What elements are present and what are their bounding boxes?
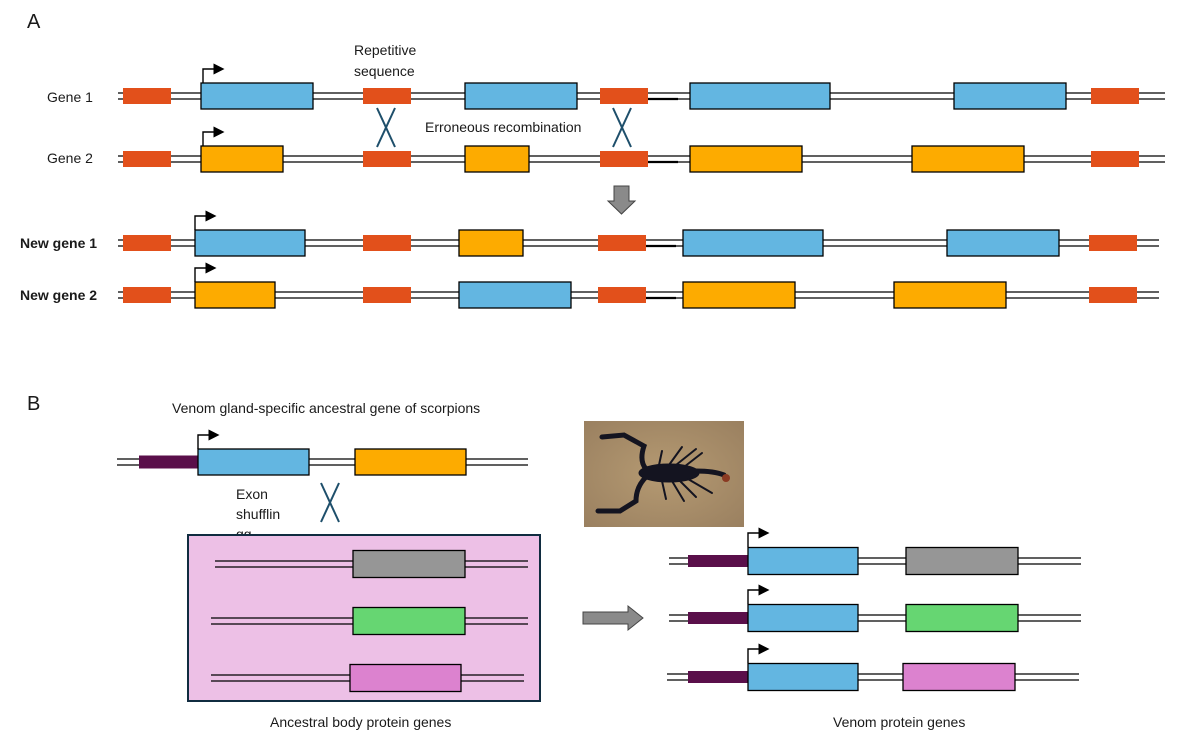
exon-orange <box>682 281 796 309</box>
promoter-region <box>139 455 199 469</box>
repetitive-sequence-label: Repetitive <box>354 42 417 58</box>
exon-blue <box>194 229 306 257</box>
panel-b-letter: B <box>27 393 41 415</box>
exon-orange <box>194 281 276 309</box>
exon-green <box>352 606 466 636</box>
exon-orange <box>893 281 1007 309</box>
repetitive-sequence-block <box>363 235 411 251</box>
repetitive-sequence-block <box>363 88 411 104</box>
venom-genes-caption: Venom protein genes <box>833 714 966 730</box>
exon-orange <box>354 448 467 476</box>
exon-gray <box>905 546 1019 576</box>
transcription-start-arrow <box>194 210 217 230</box>
right-arrow <box>582 604 644 632</box>
gene-2-label: Gene 2 <box>47 150 93 166</box>
repetitive-sequence-block <box>1089 287 1137 303</box>
repetitive-sequence-block <box>123 287 171 303</box>
ancestral-gene-title: Venom gland-specific ancestral gene of s… <box>172 400 481 416</box>
exon-gray <box>352 549 466 579</box>
exon-orange <box>464 145 530 173</box>
repetitive-sequence-label-2: sequence <box>354 63 415 79</box>
exon-orange <box>200 145 284 173</box>
exon-shuffling-label-3: gg <box>236 526 252 534</box>
exon-orange <box>689 145 803 173</box>
exon-blue <box>197 448 310 476</box>
exon-blue <box>689 82 831 110</box>
promoter-region <box>688 671 748 683</box>
transcription-start-arrow <box>747 527 770 547</box>
repetitive-sequence-block <box>123 235 171 251</box>
exon-blue <box>953 82 1067 110</box>
exon-orange <box>911 145 1025 173</box>
exon-blue <box>458 281 572 309</box>
erroneous-recombination-label: Erroneous recombination <box>425 119 582 135</box>
transcription-start-arrow <box>202 126 225 146</box>
repetitive-sequence-block <box>363 287 411 303</box>
crossover-x <box>612 107 632 148</box>
new-gene-1-label: New gene 1 <box>20 235 98 251</box>
transcription-start-arrow <box>202 63 225 83</box>
exon-blue <box>946 229 1060 257</box>
scorpion-photo <box>584 421 744 527</box>
repetitive-sequence-block <box>363 151 411 167</box>
exon-green <box>905 603 1019 633</box>
repetitive-sequence-block <box>600 88 648 104</box>
exon-blue <box>747 662 859 692</box>
exon-blue <box>200 82 314 110</box>
repetitive-sequence-block <box>123 151 171 167</box>
crossover-x <box>320 482 340 523</box>
exon-blue <box>682 229 824 257</box>
repetitive-sequence-block <box>1091 151 1139 167</box>
exon-pink <box>349 663 462 693</box>
panel-a-letter: A <box>27 11 41 33</box>
repetitive-sequence-block <box>598 235 646 251</box>
exon-pink <box>902 662 1016 692</box>
exon-shuffling-label-1: Exon <box>236 486 268 502</box>
exon-orange <box>458 229 524 257</box>
exon-shuffling-label-2: shufflin <box>236 506 281 522</box>
promoter-region <box>688 612 748 624</box>
crossover-x <box>376 107 396 148</box>
exon-blue <box>464 82 578 110</box>
repetitive-sequence-block <box>1089 235 1137 251</box>
exon-blue <box>747 546 859 576</box>
repetitive-sequence-block <box>598 287 646 303</box>
repetitive-sequence-block <box>123 88 171 104</box>
exon-blue <box>747 603 859 633</box>
promoter-region <box>688 555 748 567</box>
repetitive-sequence-block <box>1091 88 1139 104</box>
transcription-start-arrow <box>747 643 770 663</box>
ancestral-body-genes-caption: Ancestral body protein genes <box>270 714 452 730</box>
transcription-start-arrow <box>197 429 220 449</box>
new-gene-2-label: New gene 2 <box>20 287 98 303</box>
transcription-start-arrow <box>194 262 217 282</box>
down-arrow <box>606 185 637 215</box>
gene-1-label: Gene 1 <box>47 89 93 105</box>
repetitive-sequence-block <box>600 151 648 167</box>
transcription-start-arrow <box>747 584 770 604</box>
